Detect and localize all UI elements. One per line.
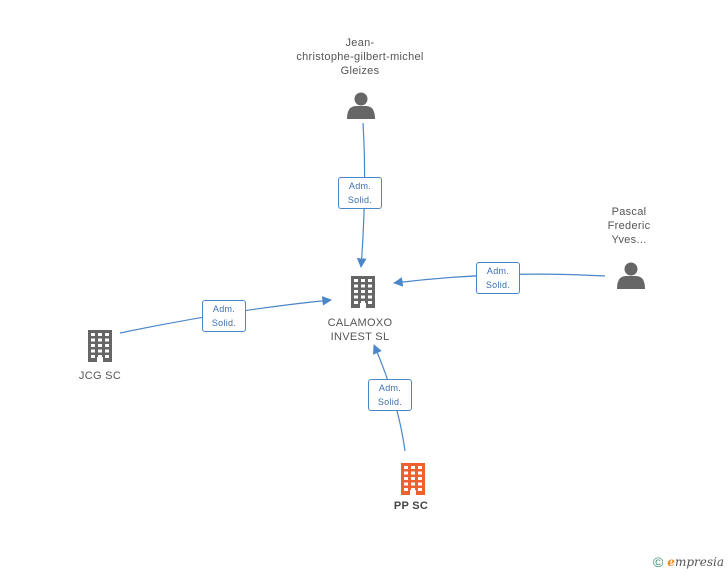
- node-label-line: PP SC: [393, 500, 429, 512]
- footer-brand[interactable]: © empresia: [653, 553, 724, 571]
- edge-label-line: Adm.: [486, 266, 510, 276]
- nodes-layer: [88, 92, 645, 495]
- node-label-jcg[interactable]: JCG SC: [60, 369, 140, 383]
- edge-label-ppsc[interactable]: Adm. Solid.: [368, 379, 412, 411]
- edge-label-jcg[interactable]: Adm. Solid.: [202, 300, 246, 332]
- node-label-line: Yves...: [611, 234, 647, 246]
- node-label-line: CALAMOXO: [327, 317, 393, 329]
- edge-label-line: Solid.: [347, 195, 373, 205]
- building-icon-jcg[interactable]: [88, 330, 112, 362]
- node-label-calamoxo[interactable]: CALAMOXO INVEST SL: [310, 316, 410, 344]
- node-label-line: Pascal: [611, 206, 647, 218]
- edge-label-jean[interactable]: Adm. Solid.: [338, 177, 382, 209]
- edge-label-line: Solid.: [211, 318, 237, 328]
- node-label-line: Gleizes: [340, 65, 380, 77]
- edge-label-line: Solid.: [485, 280, 511, 290]
- edge-label-line: Adm.: [348, 181, 372, 191]
- node-label-ppsc[interactable]: PP SC: [371, 499, 451, 513]
- building-icon-calamoxo[interactable]: [351, 276, 375, 308]
- brand-logo: empresia: [667, 555, 724, 569]
- node-label-line: Jean-: [345, 37, 375, 49]
- edge-label-line: Adm.: [378, 383, 402, 393]
- edge-label-pascal[interactable]: Adm. Solid.: [476, 262, 520, 294]
- edge-label-line: Adm.: [212, 304, 236, 314]
- building-icon-ppsc[interactable]: [401, 463, 425, 495]
- node-label-line: INVEST SL: [330, 331, 390, 343]
- node-label-line: Frederic: [607, 220, 651, 232]
- node-label-line: christophe-gilbert-michel: [296, 51, 424, 63]
- person-icon-jean[interactable]: [347, 92, 375, 120]
- copyright-icon: ©: [652, 554, 664, 570]
- node-label-line: JCG SC: [78, 370, 122, 382]
- person-icon-pascal[interactable]: [617, 262, 645, 290]
- edge-label-line: Solid.: [377, 397, 403, 407]
